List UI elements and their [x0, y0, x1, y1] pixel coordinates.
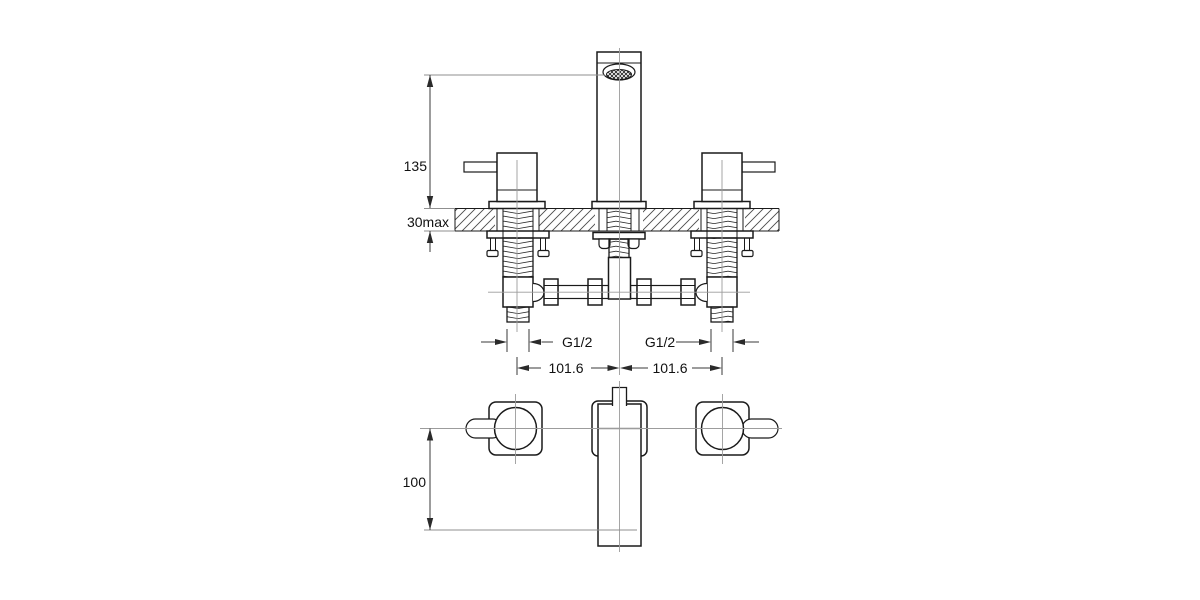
centerlines	[420, 48, 782, 552]
spout-flange	[591, 200, 647, 210]
dim-spacing-right: 101.6	[620, 357, 723, 376]
spout-elevation	[596, 51, 642, 203]
left-valve-elevation	[463, 152, 538, 203]
dim-label-spacing-left: 101.6	[548, 360, 583, 376]
dim-thread-left: G1/2	[481, 329, 593, 352]
dim-deck-thickness: 30max	[407, 208, 455, 252]
dim-thread-right: G1/2	[645, 329, 759, 352]
right-lever	[741, 161, 776, 173]
dim-label-spout-projection: 100	[403, 474, 427, 490]
mounting-washer	[486, 230, 550, 239]
aerator-mesh	[606, 69, 632, 80]
dim-label-thread-right: G1/2	[645, 334, 676, 350]
bracket-screws	[490, 238, 546, 251]
right-valve-elevation	[701, 152, 776, 203]
dim-label-spout-height: 135	[404, 158, 428, 174]
threaded-stub	[608, 238, 630, 259]
dim-label-thread-left: G1/2	[562, 334, 593, 350]
dim-label-spacing-right: 101.6	[652, 360, 687, 376]
spout-mounting-flange	[592, 231, 646, 240]
dim-spacing-left: 101.6	[516, 357, 620, 376]
bracket-screws	[694, 238, 750, 251]
threaded-shank	[502, 237, 534, 278]
dim-spout-height: 135	[404, 74, 605, 208]
deck-penetration-center	[595, 209, 643, 231]
dimensions: 135 30max G1/2 G1/2	[403, 74, 759, 531]
flange-screw	[598, 238, 611, 250]
elevation-view	[454, 51, 780, 323]
dim-spout-projection: 100	[403, 428, 637, 531]
left-inlet-assembly	[486, 230, 550, 323]
flange-screw	[627, 238, 640, 250]
left-lever	[463, 161, 498, 173]
inlet-stub	[506, 306, 530, 323]
plan-view	[465, 386, 779, 547]
dim-label-deck-thickness: 30max	[407, 214, 449, 230]
